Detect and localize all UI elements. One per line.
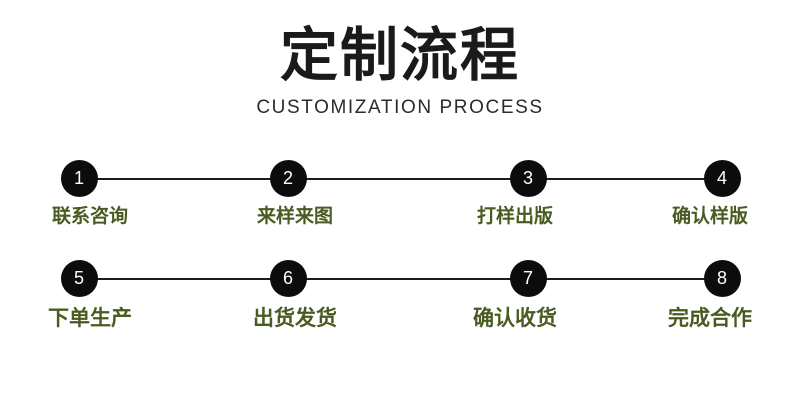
step-node-2[interactable]: 2 — [269, 160, 307, 197]
step-node-1[interactable]: 1 — [60, 160, 98, 197]
step-node-4[interactable]: 4 — [703, 160, 741, 197]
step-number-6: 6 — [282, 268, 293, 288]
connector-line-2-3 — [288, 178, 528, 180]
step-label-7: 确认收货 — [473, 306, 557, 330]
step-number-4: 4 — [716, 168, 727, 188]
connector-line-5-6 — [79, 278, 288, 280]
step-number-8: 8 — [716, 268, 727, 288]
process-row-2: 5 6 7 8 下单生产 出货发货 确认收货 完成合作 — [0, 248, 800, 348]
step-label-4: 确认样版 — [671, 205, 748, 227]
step-node-3[interactable]: 3 — [509, 160, 547, 197]
step-number-7: 7 — [522, 268, 533, 288]
step-number-5: 5 — [73, 268, 84, 288]
connector-line-1-2 — [79, 178, 288, 180]
connector-line-3-4 — [528, 178, 722, 180]
header: 定制流程 CUSTOMIZATION PROCESS — [0, 22, 800, 119]
step-label-5: 下单生产 — [48, 306, 132, 330]
step-label-2: 来样来图 — [256, 205, 333, 227]
step-label-3: 打样出版 — [476, 205, 553, 227]
process-steps: 1 2 3 4 联系咨询 来样来图 打样出版 确认样版 5 — [0, 148, 800, 348]
step-label-1: 联系咨询 — [51, 205, 128, 227]
step-node-5[interactable]: 5 — [60, 260, 98, 297]
process-row-1: 1 2 3 4 联系咨询 来样来图 打样出版 确认样版 — [0, 148, 800, 248]
page-subtitle: CUSTOMIZATION PROCESS — [256, 97, 544, 118]
step-number-3: 3 — [522, 168, 533, 188]
step-number-1: 1 — [73, 168, 84, 188]
step-node-6[interactable]: 6 — [269, 260, 307, 297]
step-label-8: 完成合作 — [668, 306, 752, 330]
page-title: 定制流程 — [279, 21, 520, 89]
step-node-8[interactable]: 8 — [703, 260, 741, 297]
step-number-2: 2 — [282, 168, 293, 188]
step-node-7[interactable]: 7 — [509, 260, 547, 297]
step-label-6: 出货发货 — [253, 306, 337, 330]
connector-line-6-7 — [288, 278, 528, 280]
connector-line-7-8 — [528, 278, 722, 280]
